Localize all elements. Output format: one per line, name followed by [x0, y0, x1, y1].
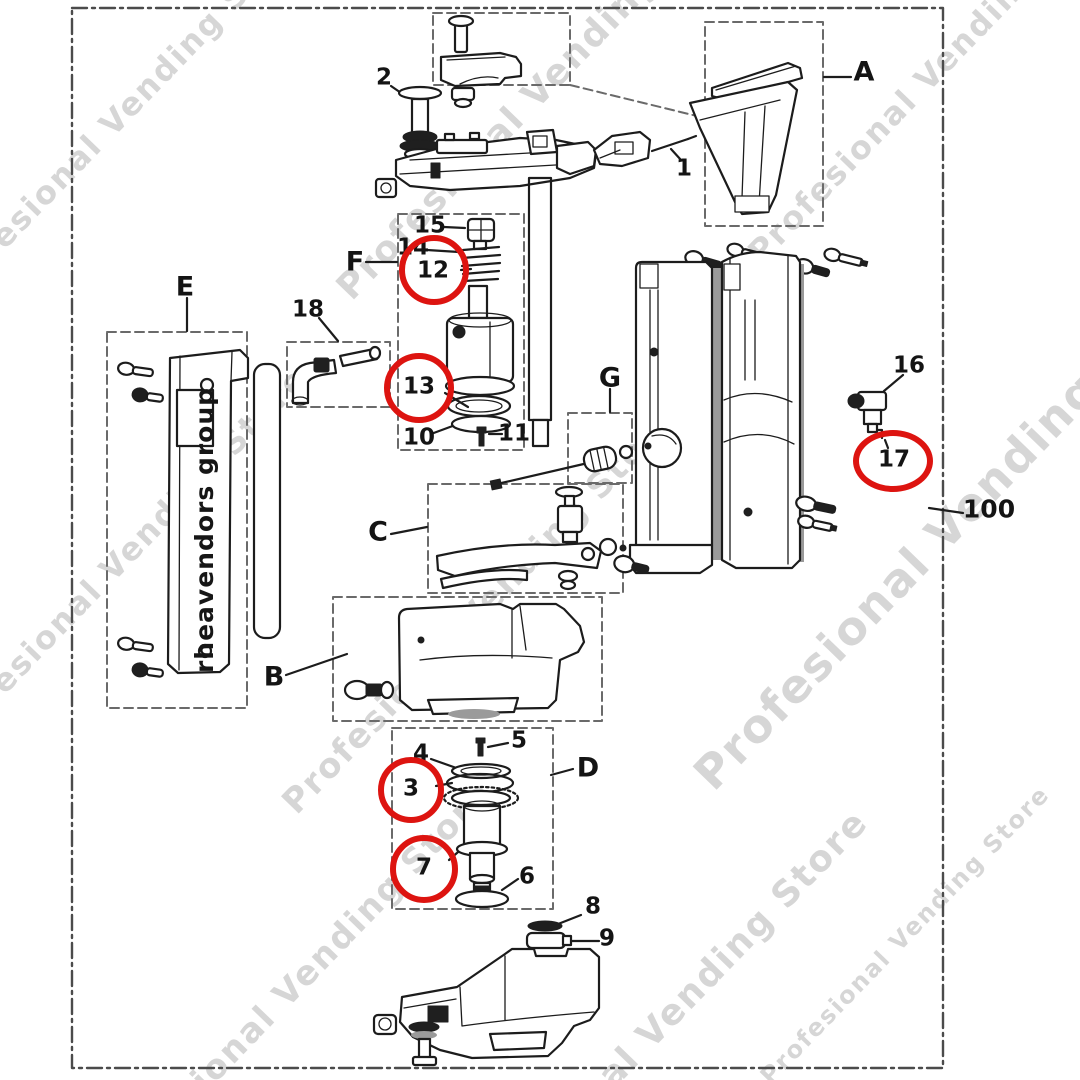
box-a-connector: [569, 84, 706, 119]
part-12-spring: [460, 245, 502, 283]
part-bottom-housing: [372, 920, 601, 1067]
part-a-funnel: [688, 61, 804, 216]
screw: [613, 554, 650, 574]
part-e-panel: rheavendors group: [117, 348, 282, 678]
part-clamp: [592, 130, 652, 168]
box-18: [286, 341, 391, 408]
screw: [117, 361, 154, 378]
part-15-cap: [466, 217, 496, 251]
part-top-bracket: [439, 14, 523, 109]
part-side-bar: [252, 362, 282, 640]
part-11-pin: [476, 426, 487, 447]
box-c: [427, 483, 624, 594]
box-g: [567, 412, 633, 484]
screw: [797, 514, 838, 532]
part-6-fitting: [454, 881, 510, 909]
box-a-bracket: [432, 12, 571, 86]
box-f: [397, 213, 525, 451]
part-2-stem: [397, 85, 443, 161]
part-threaded-rod: [527, 176, 553, 448]
part-1-pin: [650, 134, 698, 153]
part-d-stack: [442, 737, 520, 885]
screw: [795, 495, 837, 514]
panel-brand-text: rheavendors group: [190, 387, 219, 673]
part-9-cylinder: [525, 931, 573, 950]
part-c-arm: [435, 537, 627, 591]
outer-border: [70, 6, 945, 1070]
part-g-rod: [489, 442, 646, 491]
screw: [117, 636, 154, 653]
screw: [131, 662, 164, 678]
part-16-fitting: [847, 390, 888, 434]
part-valve-body: [444, 284, 516, 397]
part-main-panel: [613, 242, 869, 575]
screw: [823, 247, 869, 267]
screw: [131, 387, 164, 403]
part-8-seal: [527, 920, 563, 932]
part-18-elbow: [291, 345, 382, 406]
box-e: [106, 331, 248, 709]
part-b-housing: [343, 602, 586, 719]
part-c-valve: [554, 485, 584, 550]
